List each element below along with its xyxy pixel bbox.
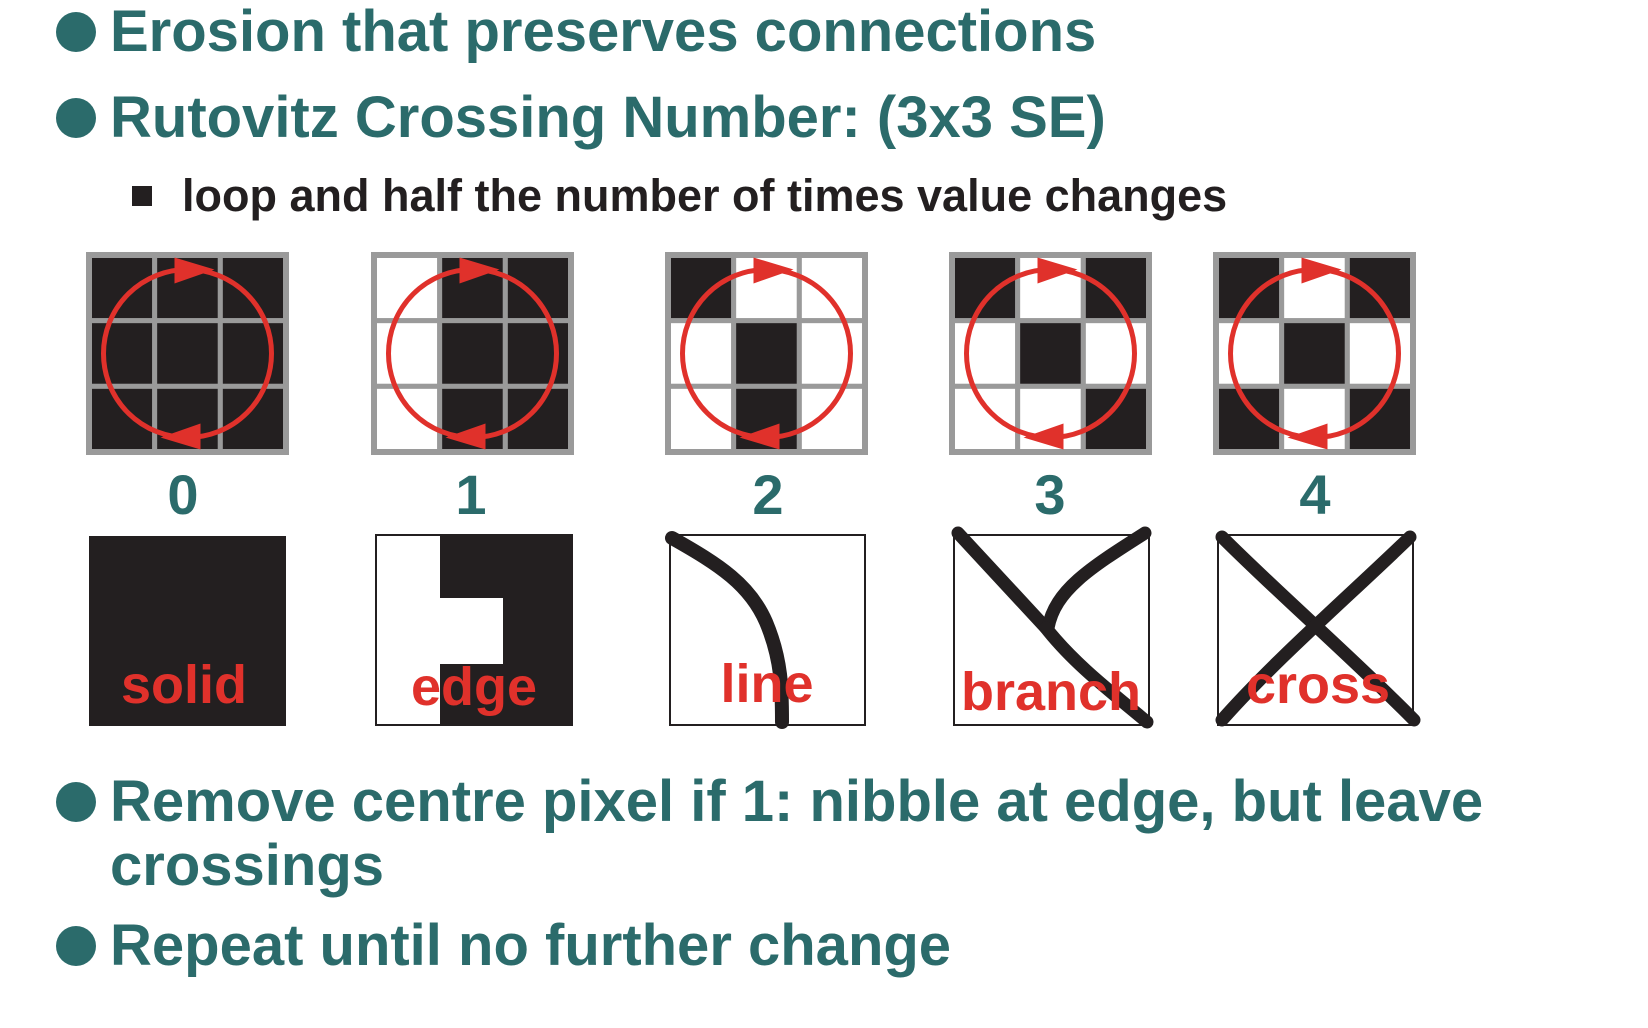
loop-arrow-left-icon <box>1287 423 1328 450</box>
crossing-number-3: 3 <box>1034 463 1066 526</box>
grid-cell <box>1080 318 1152 389</box>
grid-cell <box>1213 252 1285 324</box>
label-cross: cross <box>1246 655 1390 715</box>
grid-cell <box>1213 318 1285 389</box>
bullet-dot <box>56 12 96 52</box>
branch-stroke-stem <box>1039 621 1154 729</box>
bullet-text: Rutovitz Crossing Number: (3x3 SE) <box>110 85 1106 150</box>
loop-arrow-left-icon <box>1023 423 1064 450</box>
loop-arrow-right-icon <box>1301 257 1342 284</box>
grid-cell <box>1015 318 1086 389</box>
bullet-erosion: Erosion that preserves connections <box>56 0 1096 64</box>
grid-cell <box>502 383 574 455</box>
loop-arrow-right-icon <box>459 257 500 284</box>
grid-cell <box>152 318 223 389</box>
grid-cell <box>949 252 1021 324</box>
loop-arrow-right-icon <box>174 257 215 284</box>
cross-stroke-b <box>1215 530 1417 727</box>
branch-stroke-left <box>951 526 1053 635</box>
subbullet-square <box>132 186 152 206</box>
grid-cell <box>1213 383 1285 455</box>
grid-cell <box>217 252 289 324</box>
grid-cell <box>796 318 868 389</box>
loop-arrow-left-icon <box>445 423 486 450</box>
grid-cell <box>665 252 737 324</box>
loop-arrow-right-icon <box>1037 257 1078 284</box>
crossing-number-0: 0 <box>167 463 199 526</box>
grid-cell <box>1344 252 1416 324</box>
grid-cell <box>217 383 289 455</box>
se-grid-cross <box>1213 252 1416 455</box>
bullet-dot <box>56 926 96 966</box>
label-edge: edge <box>411 657 537 717</box>
grid-cell <box>217 318 289 389</box>
crossing-number-2: 2 <box>752 463 784 526</box>
grid-cell <box>502 252 574 324</box>
grid-cell <box>371 383 443 455</box>
grid-cell <box>1344 383 1416 455</box>
loop-arrow-right-icon <box>753 257 794 284</box>
grid-cell <box>1080 383 1152 455</box>
grid-border <box>86 252 289 455</box>
loop-arrow-left-icon <box>739 423 780 450</box>
branch-stroke-right <box>1041 526 1152 635</box>
bullet-repeat: Repeat until no further change <box>56 914 951 978</box>
grid-cell <box>86 252 158 324</box>
bullet-dot <box>56 98 96 138</box>
crossing-number-4: 4 <box>1299 463 1331 526</box>
bullet-text: Erosion that preserves connections <box>110 0 1097 64</box>
se-grid-edge <box>371 252 574 455</box>
grid-cell <box>796 252 868 324</box>
grid-cell <box>949 383 1021 455</box>
grid-cell <box>86 383 158 455</box>
se-grid-line <box>665 252 868 455</box>
grid-border <box>371 252 574 455</box>
bullet-rutovitz: Rutovitz Crossing Number: (3x3 SE) <box>56 86 1106 150</box>
grid-cell <box>371 318 443 389</box>
bullet-text: Repeat until no further change <box>110 913 952 978</box>
grid-cell <box>949 318 1021 389</box>
grid-cell <box>1344 318 1416 389</box>
crossing-number-1: 1 <box>455 463 487 526</box>
grid-cell <box>665 383 737 455</box>
grid-cell <box>731 318 802 389</box>
grid-cell <box>371 252 443 324</box>
grid-cell <box>86 318 158 389</box>
edge-shape <box>440 535 572 725</box>
grid-border <box>949 252 1152 455</box>
line-stroke <box>665 531 789 729</box>
grid-cell <box>796 383 868 455</box>
subbullet-text: loop and half the number of times value … <box>182 170 1228 221</box>
label-line: line <box>720 654 813 714</box>
label-solid: solid <box>121 655 247 715</box>
grid-cell <box>502 318 574 389</box>
grid-cell <box>437 318 508 389</box>
grid-cell <box>665 318 737 389</box>
bullet-remove-centre: Remove centre pixel if 1: nibble at edge… <box>56 770 1616 898</box>
label-branch: branch <box>961 662 1141 722</box>
grid-cell <box>1080 252 1152 324</box>
bullet-text: Remove centre pixel if 1: nibble at edge… <box>110 769 1484 898</box>
grid-border <box>1213 252 1416 455</box>
grid-cell <box>1279 318 1350 389</box>
se-grid-solid <box>86 252 289 455</box>
grid-border <box>665 252 868 455</box>
se-grid-branch <box>949 252 1152 455</box>
subbullet-loop: loop and half the number of times value … <box>132 170 1227 222</box>
solid-shape <box>89 536 286 726</box>
loop-arrow-left-icon <box>160 423 201 450</box>
bullet-dot <box>56 782 96 822</box>
